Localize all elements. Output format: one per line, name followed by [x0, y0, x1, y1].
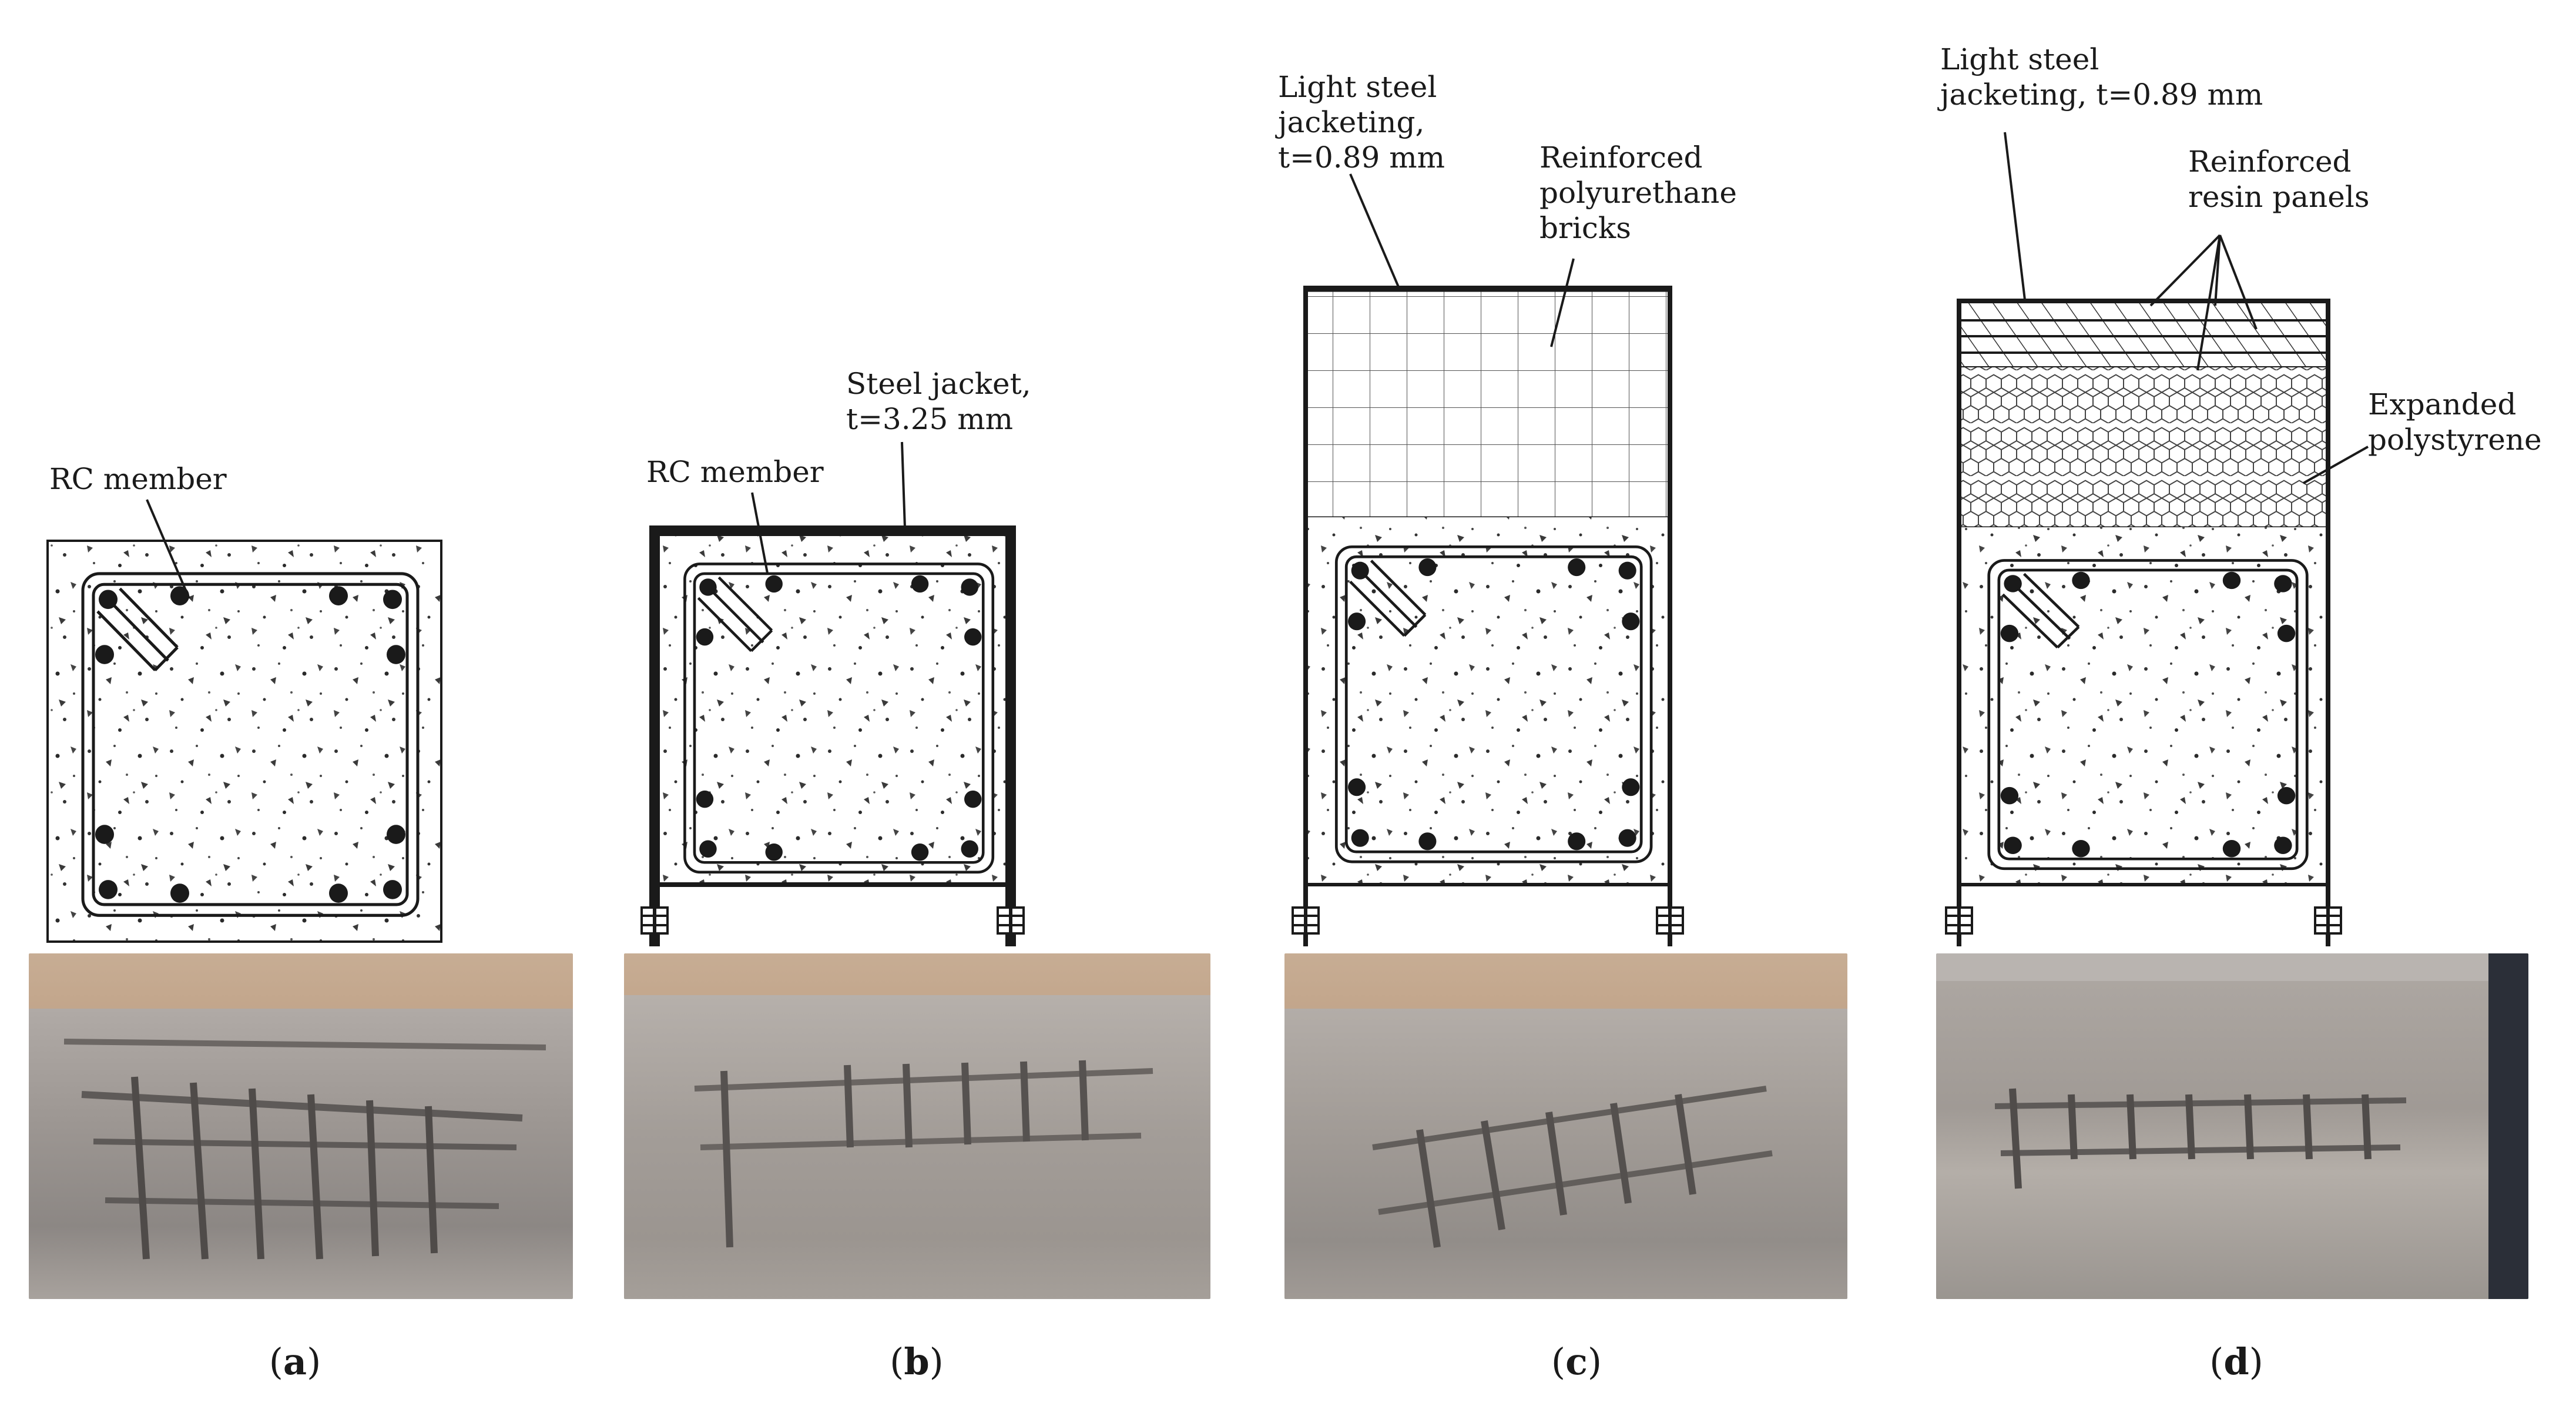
- label-bricks-c-3: bricks: [1539, 211, 1631, 245]
- label-bricks-c-1: Reinforced: [1539, 140, 1703, 175]
- label-steel-jacket-b-1: Steel jacket,: [846, 367, 1031, 401]
- caption-d: (d): [2209, 1340, 2263, 1383]
- panel-c-drawing: Light steel jacketing, t=0.89 mm Reinfor…: [1275, 70, 1737, 946]
- caption-c: (c): [1551, 1340, 1602, 1383]
- photo-specimen-b: [624, 953, 1210, 1299]
- rc-section-a: [46, 540, 442, 943]
- light-steel-jacket-c: [1303, 286, 1672, 946]
- photo-specimen-a: [29, 953, 573, 1299]
- bolt-left-d: [1946, 908, 1972, 933]
- bolt-right-d: [2315, 908, 2341, 933]
- label-light-steel-d-1: Light steel: [1940, 42, 2099, 76]
- leader-rc-member-a: [146, 499, 190, 599]
- label-light-steel-d-2: jacketing, t=0.89 mm: [1937, 78, 2263, 112]
- label-resin-d-2: resin panels: [2188, 180, 2370, 214]
- label-rc-member-a: RC member: [49, 462, 227, 496]
- photo-specimen-c: [1284, 953, 1847, 1299]
- label-eps-d-1: Expanded: [2368, 387, 2516, 421]
- label-light-steel-c-2: jacketing,: [1275, 105, 1424, 139]
- bolt-right-b: [998, 908, 1024, 933]
- caption-b: (b): [890, 1340, 944, 1383]
- bolt-left-b: [642, 908, 668, 933]
- bolt-right-c: [1657, 908, 1683, 933]
- bolt-left-c: [1293, 908, 1319, 933]
- expanded-polystyrene-d: [1959, 367, 2328, 527]
- caption-a: (a): [269, 1340, 321, 1383]
- light-steel-jacket-d: [1957, 299, 2330, 946]
- rc-section-b: [660, 535, 1005, 888]
- label-light-steel-c-3: t=0.89 mm: [1278, 140, 1445, 175]
- label-eps-d-2: polystyrene: [2368, 423, 2542, 457]
- label-steel-jacket-b-2: t=3.25 mm: [846, 402, 1013, 436]
- polyurethane-bricks-c: [1304, 290, 1671, 518]
- panel-d-drawing: Light steel jacketing, t=0.89 mm Reinfor…: [1937, 42, 2542, 946]
- steel-jacket-b: [649, 525, 1016, 946]
- panel-a-drawing: RC member: [46, 462, 442, 943]
- label-bricks-c-2: polyurethane: [1539, 176, 1737, 210]
- label-light-steel-c-1: Light steel: [1278, 70, 1437, 104]
- panel-b-drawing: Steel jacket, t=3.25 mm RC member: [642, 367, 1031, 946]
- label-resin-d-1: Reinforced: [2188, 145, 2352, 179]
- label-rc-member-b: RC member: [646, 455, 824, 489]
- photo-specimen-d: [1936, 953, 2528, 1299]
